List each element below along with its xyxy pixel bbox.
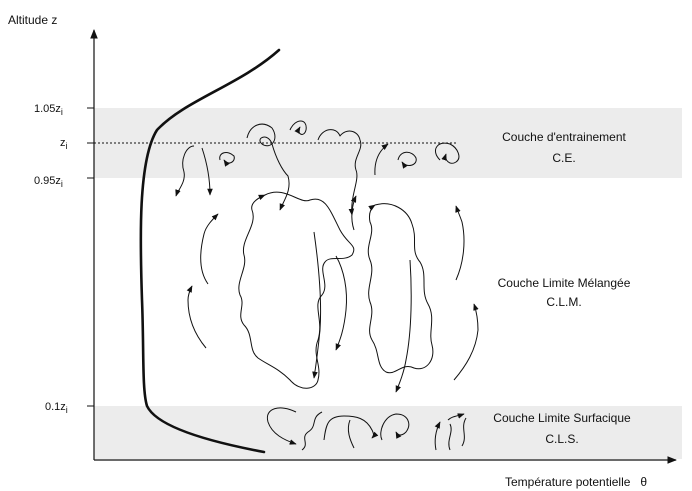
entrainment-layer-abbr: C.E. <box>552 151 575 165</box>
y-axis-label: Altitude z <box>8 13 57 27</box>
surface-eddy <box>380 413 410 441</box>
entrainment-eddy <box>435 142 460 164</box>
tick-label-0-1zi: 0.1zi <box>45 401 68 415</box>
surface-eddies <box>266 407 467 451</box>
surface-layer-abbr: C.L.S. <box>545 432 578 446</box>
surface-eddy <box>301 411 323 451</box>
tick-label-1-05zi: 1.05zi <box>34 103 63 117</box>
entrainment-eddy <box>289 120 307 135</box>
thermal-plume <box>367 203 434 374</box>
surface-eddy <box>461 417 467 447</box>
theta-profile-curve <box>139 48 281 454</box>
thermal-plume <box>238 191 355 389</box>
entrainment-eddy <box>397 151 417 169</box>
surface-eddy <box>266 407 297 445</box>
surface-eddy <box>323 415 379 441</box>
thermal-downdraft <box>335 255 347 351</box>
surface-layer-name: Couche Limite Surfacique <box>493 411 631 425</box>
thermal-updraft <box>453 303 479 381</box>
surface-eddy <box>434 421 441 451</box>
entrainment-eddy <box>317 129 362 216</box>
surface-eddy <box>347 419 355 449</box>
tick-label-zi: zi <box>60 137 68 151</box>
mixed-layer-thermals <box>186 191 479 393</box>
entrainment-eddy <box>201 147 213 196</box>
thermal-updraft <box>455 205 465 281</box>
mixed-layer-abbr: C.L.M. <box>546 295 581 309</box>
entrainment-eddy <box>219 152 235 167</box>
entrainment-eddies <box>175 120 460 216</box>
thermal-downdraft <box>395 259 412 393</box>
surface-layer-band <box>94 406 682 459</box>
entrainment-eddy <box>374 143 389 176</box>
thermal-updraft <box>186 285 207 349</box>
entrainment-eddy <box>246 123 290 211</box>
thermal-updraft <box>350 195 357 231</box>
thermal-downdraft <box>312 231 322 379</box>
mixed-layer-name: Couche Limite Mélangée <box>498 276 631 290</box>
surface-eddy <box>447 413 465 421</box>
tick-label-0-95zi: 0.95zi <box>34 175 63 189</box>
entrainment-layer-name: Couche d'entrainement <box>502 130 626 144</box>
surface-eddy <box>448 423 452 451</box>
entrainment-eddy <box>175 145 195 197</box>
thermal-updraft <box>200 213 219 285</box>
